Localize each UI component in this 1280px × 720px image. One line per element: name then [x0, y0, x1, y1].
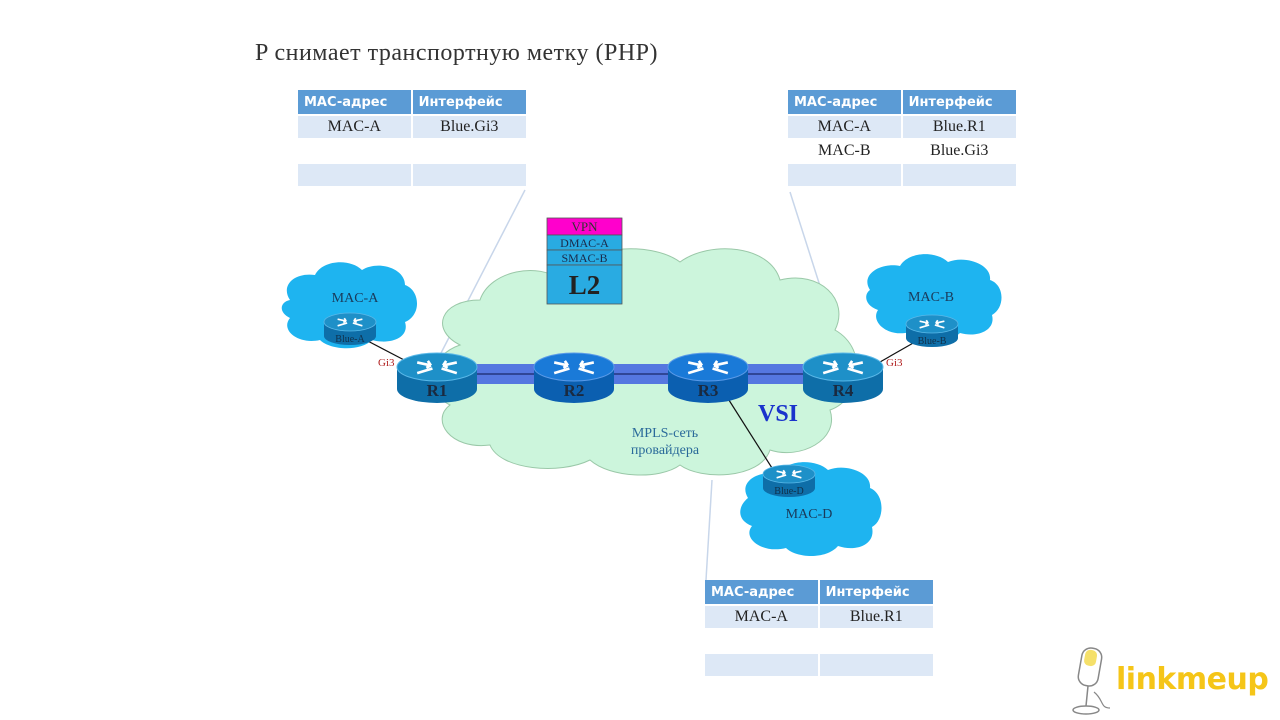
router-r1[interactable]: R1 — [396, 352, 478, 403]
cell-interface — [412, 140, 526, 162]
column-header-interface: Интерфейс — [412, 90, 526, 114]
packet-label-smac: SMAC-B — [561, 251, 607, 265]
router-label-blue-a: Blue-A — [335, 334, 365, 345]
cell-mac — [298, 140, 411, 162]
table-row — [298, 164, 526, 186]
column-header-mac: MAC-адрес — [705, 580, 818, 604]
microphone-icon — [1072, 647, 1111, 715]
packet-stack: VPN DMAC-A SMAC-B L2 — [546, 217, 623, 305]
packet-layer-l2 — [546, 264, 623, 305]
cell-interface: Blue.Gi3 — [412, 116, 526, 138]
cloud-label-mac-b: MAC-B — [908, 290, 954, 305]
router-blue-b[interactable]: Blue-B — [905, 314, 959, 347]
cloud-label-mac-d: MAC-D — [786, 507, 833, 522]
column-header-interface: Интерфейс — [902, 90, 1016, 114]
provider-cloud-label-line2: провайдера — [631, 443, 700, 458]
router-label-r3: R3 — [698, 381, 719, 400]
column-header-interface: Интерфейс — [819, 580, 933, 604]
router-label-r2: R2 — [564, 381, 585, 400]
cell-interface — [819, 654, 933, 676]
mac-table-r3: MAC-адрес Интерфейс MAC-A Blue.R1 — [703, 578, 935, 678]
provider-cloud — [431, 248, 858, 476]
column-header-mac: MAC-адрес — [788, 90, 901, 114]
table-row — [788, 164, 1016, 186]
table-row: MAC-A Blue.R1 — [788, 116, 1016, 138]
packet-label-dmac: DMAC-A — [560, 236, 609, 250]
cell-mac — [298, 164, 411, 186]
table-row — [298, 140, 526, 162]
port-label-r1-gi3: Gi3 — [378, 357, 395, 369]
cell-mac: MAC-B — [788, 140, 901, 162]
provider-cloud-label-line1: MPLS-сеть — [632, 426, 698, 441]
router-r4[interactable]: R4 — [802, 352, 884, 403]
callout-line-bottom — [705, 479, 713, 581]
link-r3-blue-d — [726, 396, 773, 469]
router-label-r4: R4 — [833, 381, 854, 400]
cell-interface — [412, 164, 526, 186]
cell-mac — [705, 630, 818, 652]
customer-cloud-mac-a — [281, 262, 418, 349]
table-row — [705, 654, 933, 676]
port-label-r4-gi3: Gi3 — [886, 357, 903, 369]
table-row — [705, 630, 933, 652]
column-header-mac: MAC-адрес — [298, 90, 411, 114]
cell-interface: Blue.R1 — [819, 606, 933, 628]
router-r3[interactable]: R3 — [667, 352, 749, 403]
cell-mac — [788, 164, 901, 186]
table-row: MAC-A Blue.Gi3 — [298, 116, 526, 138]
router-label-blue-d: Blue-D — [774, 486, 803, 497]
link-blue-a-r1 — [361, 337, 409, 363]
router-label-blue-b: Blue-B — [918, 336, 947, 347]
cell-interface — [902, 164, 1016, 186]
vsi-label: VSI — [758, 401, 798, 427]
router-blue-a[interactable]: Blue-A — [323, 312, 377, 345]
linkmeup-logo: linkmeup — [1070, 640, 1280, 720]
cloud-label-mac-a: MAC-A — [332, 291, 380, 306]
cell-interface: Blue.Gi3 — [902, 140, 1016, 162]
cell-mac — [705, 654, 818, 676]
cell-mac: MAC-A — [298, 116, 411, 138]
logo-text: linkmeup — [1116, 662, 1269, 697]
link-r4-blue-b — [879, 341, 916, 363]
router-r2[interactable]: R2 — [533, 352, 615, 403]
mac-table-r4: MAC-адрес Интерфейс MAC-A Blue.R1 MAC-B … — [786, 88, 1018, 188]
cell-interface: Blue.R1 — [902, 116, 1016, 138]
cell-mac: MAC-A — [788, 116, 901, 138]
packet-label-vpn: VPN — [571, 219, 598, 234]
cell-interface — [819, 630, 933, 652]
router-label-r1: R1 — [427, 381, 448, 400]
packet-label-l2: L2 — [569, 270, 601, 300]
cell-mac: MAC-A — [705, 606, 818, 628]
router-blue-d[interactable]: Blue-D — [762, 464, 816, 497]
customer-cloud-mac-b — [866, 254, 1002, 341]
mac-table-r1: MAC-адрес Интерфейс MAC-A Blue.Gi3 — [296, 88, 528, 188]
table-row: MAC-B Blue.Gi3 — [788, 140, 1016, 162]
table-row: MAC-A Blue.R1 — [705, 606, 933, 628]
slide-title: P снимает транспортную метку (PHP) — [255, 40, 658, 66]
